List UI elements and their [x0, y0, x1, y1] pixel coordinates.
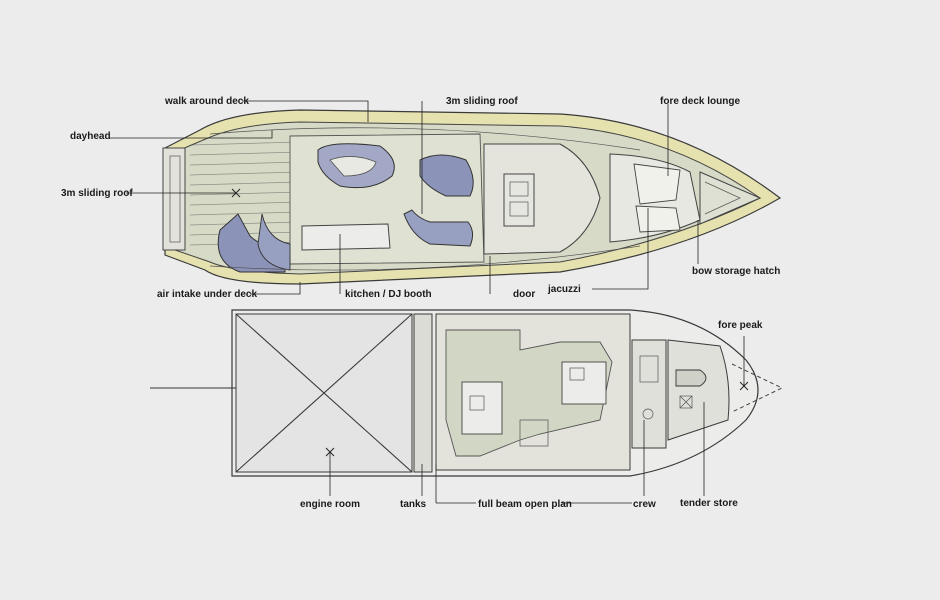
leader-lines — [110, 100, 749, 504]
label-dayhead: dayhead — [70, 131, 111, 142]
label-fore-peak: fore peak — [718, 320, 763, 331]
label-tender-store: tender store — [680, 498, 738, 509]
label-crew: crew — [633, 499, 656, 510]
cabin-bed-left — [461, 381, 503, 435]
label-tanks: tanks — [400, 499, 427, 510]
fore-peak-outline — [731, 363, 784, 413]
callout-labels: walk around deck 3m sliding roof fore de… — [61, 96, 780, 510]
lounge-seat-lower — [403, 209, 474, 247]
label-sliding-roof-left: 3m sliding roof — [61, 188, 133, 199]
tender-boat — [675, 369, 707, 387]
label-sliding-roof-top: 3m sliding roof — [446, 96, 518, 107]
tender-store-area — [667, 339, 730, 441]
sunbed-block — [503, 173, 535, 227]
deck-plan — [162, 109, 782, 285]
label-kitchen-dj: kitchen / DJ booth — [345, 289, 432, 300]
label-fore-deck-lounge: fore deck lounge — [660, 96, 740, 107]
aft-seat-right — [257, 213, 291, 271]
cabin-bed-right — [561, 361, 607, 405]
label-bow-storage-hatch: bow storage hatch — [692, 266, 780, 277]
kitchen-counter — [301, 223, 391, 251]
lounge-seat-mid — [419, 154, 474, 197]
stern-platform — [162, 147, 186, 251]
label-engine-room: engine room — [300, 499, 360, 510]
label-jacuzzi: jacuzzi — [547, 284, 581, 295]
hull-plan — [150, 309, 784, 477]
label-door: door — [513, 289, 535, 300]
crew-area — [631, 339, 667, 449]
tanks-area — [413, 313, 433, 473]
label-air-intake: air intake under deck — [157, 289, 257, 300]
label-walk-around-deck: walk around deck — [164, 96, 249, 107]
label-full-beam: full beam open plan — [478, 499, 572, 510]
bow-tip — [699, 171, 762, 225]
